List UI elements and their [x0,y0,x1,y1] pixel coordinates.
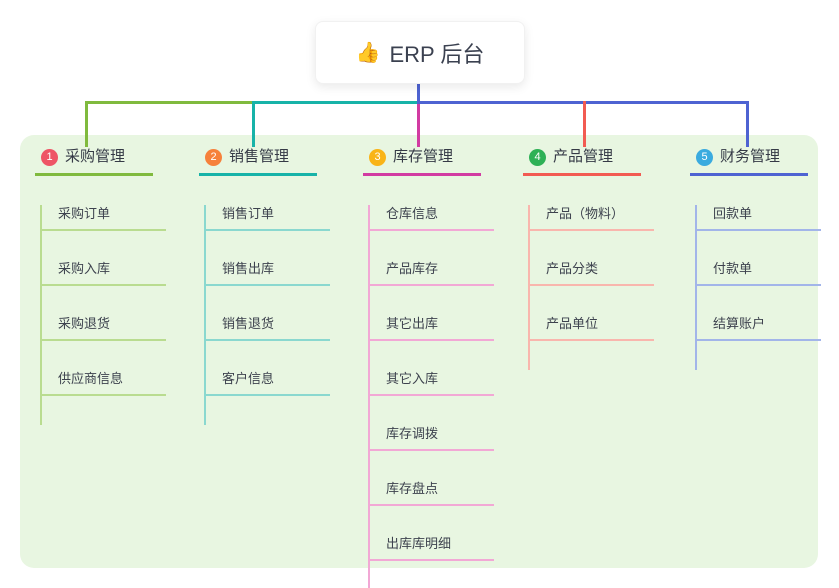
root-node[interactable]: 👍 ERP 后台 [315,21,525,84]
branch-header-finance[interactable]: 5 财务管理 [690,147,808,176]
connector-drop-product [583,101,586,147]
child-connector-line [40,205,42,425]
badge-2-icon: 2 [205,148,222,166]
child-node[interactable]: 产品分类 [528,260,654,286]
connector-drop-finance [746,101,749,147]
child-node[interactable]: 产品库存 [368,260,494,286]
branch-finance: 5 财务管理 回款单 付款单 结算账户 [690,147,821,370]
branch-label: 产品管理 [553,148,614,165]
child-node[interactable]: 客户信息 [204,370,330,396]
badge-1-icon: 1 [41,148,58,166]
branch-children: 销售订单 销售出库 销售退货 客户信息 [199,205,330,425]
connector-drop-sales [252,101,255,147]
thumbs-up-icon: 👍 [355,41,381,64]
root-label: ERP 后台 [389,41,485,67]
branch-header-purchase[interactable]: 1 采购管理 [35,147,153,176]
badge-4-icon: 4 [529,148,546,166]
child-node[interactable]: 销售订单 [204,205,330,231]
connector-drop-inventory [417,104,420,147]
branch-header-inventory[interactable]: 3 库存管理 [363,147,481,176]
child-node[interactable]: 库存盘点 [368,480,494,506]
child-node[interactable]: 其它出库 [368,315,494,341]
child-node[interactable]: 其它入库 [368,370,494,396]
branch-label: 库存管理 [393,148,454,165]
connector-trunk-teal [252,101,419,104]
child-connector-line [204,205,206,425]
child-connector-line [695,205,697,370]
badge-3-icon: 3 [369,148,386,166]
branch-product: 4 产品管理 产品（物料） 产品分类 产品单位 [523,147,654,370]
child-node[interactable]: 库存调拨 [368,425,494,451]
child-node[interactable]: 出库库明细 [368,535,494,561]
branch-header-sales[interactable]: 2 销售管理 [199,147,317,176]
branch-children: 仓库信息 产品库存 其它出库 其它入库 库存调拨 库存盘点 出库库明细 [363,205,494,588]
connector-root-vertical [417,81,420,103]
child-node[interactable]: 结算账户 [695,315,821,341]
child-node[interactable]: 销售退货 [204,315,330,341]
child-node[interactable]: 产品单位 [528,315,654,341]
child-connector-line [528,205,530,370]
branch-children: 回款单 付款单 结算账户 [690,205,821,370]
child-node[interactable]: 付款单 [695,260,821,286]
child-node[interactable]: 回款单 [695,205,821,231]
branch-inventory: 3 库存管理 仓库信息 产品库存 其它出库 其它入库 库存调拨 库存盘点 出库库… [363,147,494,588]
mindmap-panel [20,135,818,568]
branch-purchase: 1 采购管理 采购订单 采购入库 采购退货 供应商信息 [35,147,166,425]
child-node[interactable]: 采购入库 [40,260,166,286]
child-node[interactable]: 仓库信息 [368,205,494,231]
child-node[interactable]: 产品（物料） [528,205,654,231]
connector-drop-purchase [85,101,88,147]
badge-5-icon: 5 [696,148,713,166]
branch-label: 财务管理 [720,148,781,165]
child-node[interactable]: 采购订单 [40,205,166,231]
branch-children: 采购订单 采购入库 采购退货 供应商信息 [35,205,166,425]
branch-label: 采购管理 [65,148,126,165]
branch-sales: 2 销售管理 销售订单 销售出库 销售退货 客户信息 [199,147,330,425]
child-connector-line [368,205,370,588]
branch-header-product[interactable]: 4 产品管理 [523,147,641,176]
branch-label: 销售管理 [229,148,290,165]
child-node[interactable]: 供应商信息 [40,370,166,396]
child-node[interactable]: 采购退货 [40,315,166,341]
child-node[interactable]: 销售出库 [204,260,330,286]
branch-children: 产品（物料） 产品分类 产品单位 [523,205,654,370]
connector-trunk-green [85,101,253,104]
